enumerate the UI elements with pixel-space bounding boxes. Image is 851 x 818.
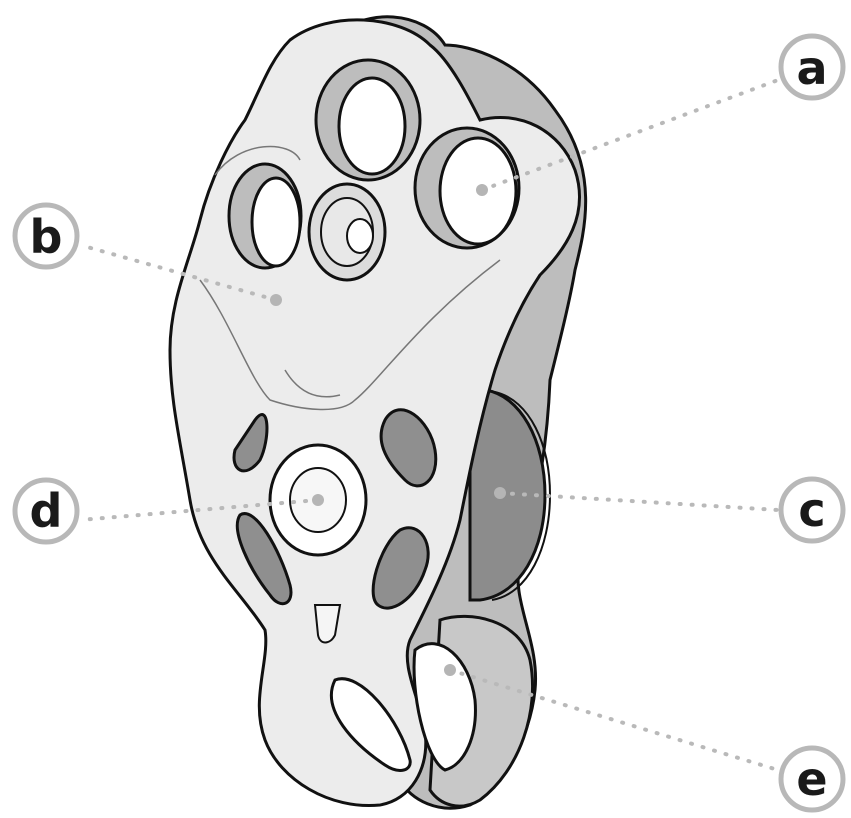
callout-b-label: b (30, 210, 63, 264)
callout-a: a (781, 36, 843, 98)
attachment-hole-top (316, 60, 420, 180)
callout-d-label: d (30, 484, 63, 538)
anchor-dot-b (270, 294, 282, 306)
callout-e: e (781, 748, 843, 810)
attachment-hole-right (415, 128, 519, 248)
callout-c: c (781, 479, 843, 541)
callout-b: b (15, 205, 77, 267)
attachment-hole-left (229, 164, 301, 268)
anchor-dot-d (312, 494, 324, 506)
anchor-dot-c (494, 487, 506, 499)
callout-d: d (15, 480, 77, 542)
anchor-dot-a (476, 184, 488, 196)
anchor-dot-e (444, 664, 456, 676)
callout-c-label: c (798, 483, 825, 537)
callout-e-label: e (796, 752, 827, 806)
callout-a-label: a (796, 41, 827, 95)
axle-bolt-top (309, 184, 385, 280)
